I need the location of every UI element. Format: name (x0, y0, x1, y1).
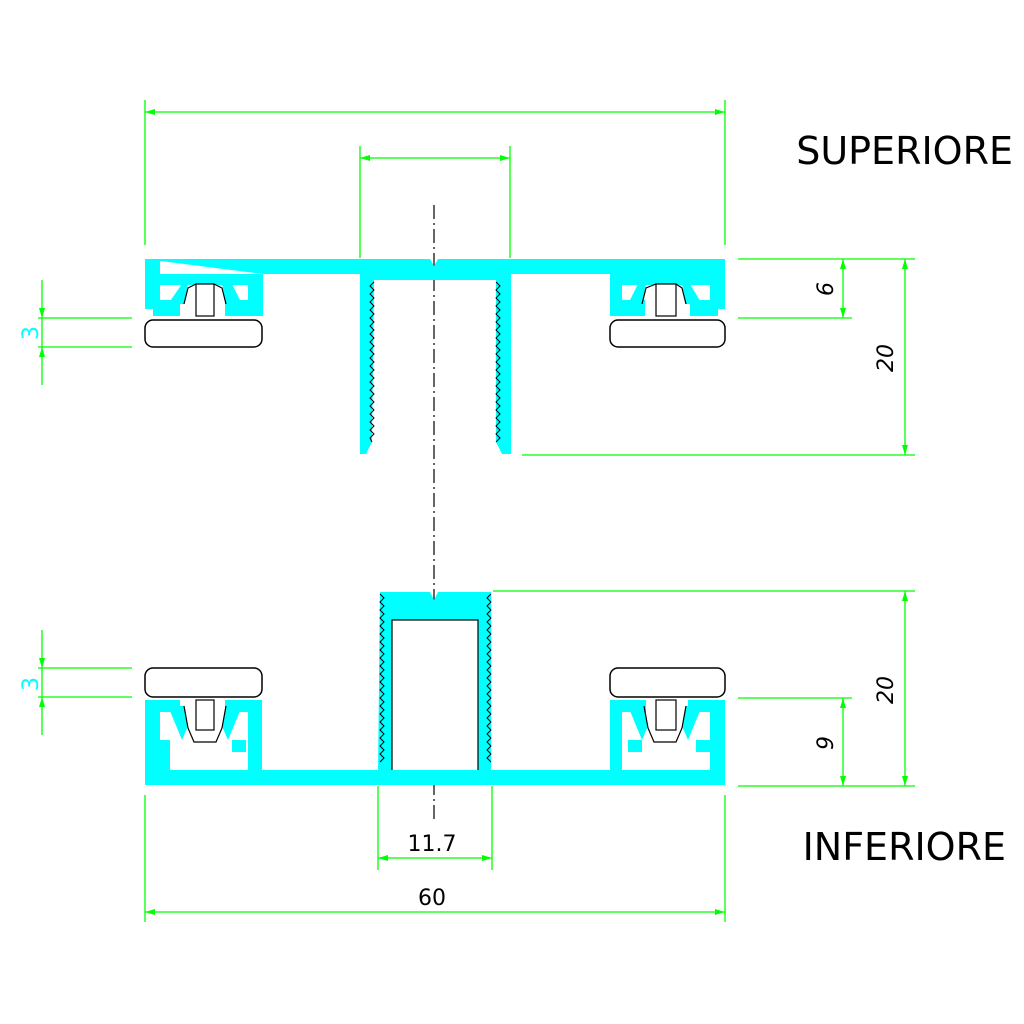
title-superiore: SUPERIORE (796, 129, 1013, 173)
top-left-gasket (144, 319, 263, 348)
bottom-profile (144, 592, 726, 785)
stud-width-label: 11.7 (408, 832, 457, 857)
bottom-right-gasket (609, 667, 726, 698)
top-right-gasket (609, 319, 726, 348)
total-width-label: 60 (418, 886, 446, 911)
top-profile (144, 259, 726, 454)
title-inferiore: INFERIORE (803, 825, 1006, 869)
dimension-lines (38, 100, 915, 922)
top-gap-label: 3 (19, 326, 44, 340)
top-flange-height-label: 6 (814, 282, 839, 296)
top-height-label: 20 (874, 344, 899, 372)
bottom-left-gasket (144, 667, 263, 698)
bottom-flange-height-label: 9 (814, 736, 839, 750)
bottom-height-label: 20 (874, 676, 899, 704)
bottom-gap-label: 3 (19, 677, 44, 691)
